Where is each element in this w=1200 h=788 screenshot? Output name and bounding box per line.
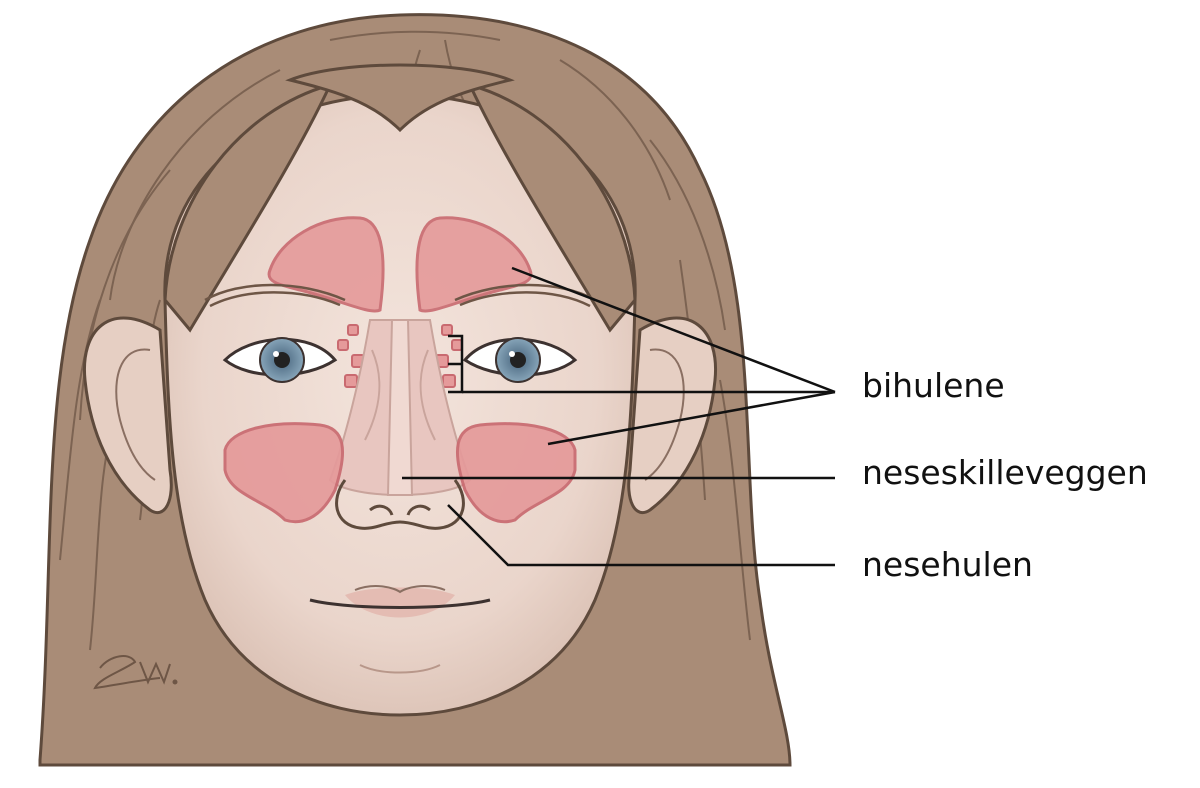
ethmoid-bracket [448, 334, 464, 394]
hair-front [163, 63, 637, 333]
artist-signature [93, 655, 178, 690]
eye-right [462, 337, 578, 383]
ear-left [82, 316, 173, 514]
leader-lines [402, 266, 836, 567]
chin-line [359, 664, 441, 674]
nasal-septum [386, 319, 414, 496]
leader-maxillary-sinus [547, 390, 836, 446]
ear-right [627, 316, 718, 514]
label-sinuses: bihulene [862, 366, 1005, 405]
eye-left [222, 337, 338, 383]
label-septum: neseskilleveggen [862, 453, 1148, 492]
mouth [309, 585, 491, 618]
leader-nasal-cavity [447, 504, 835, 567]
maxillary-sinus-left [223, 422, 345, 524]
label-nasal-cavity: nesehulen [862, 545, 1033, 584]
leader-frontal-sinus [511, 266, 836, 394]
maxillary-sinus-right [455, 422, 577, 524]
nose [335, 479, 465, 530]
nasal-cavity [328, 319, 472, 496]
